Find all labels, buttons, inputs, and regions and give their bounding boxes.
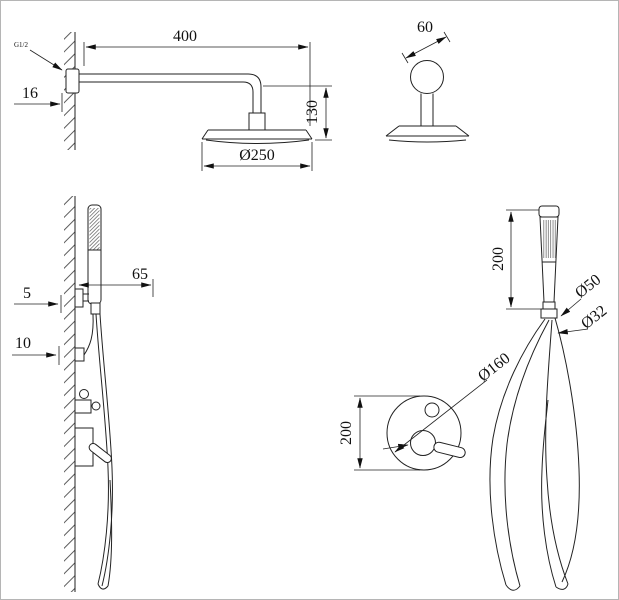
bracket-wall-plate bbox=[74, 288, 84, 308]
hose-strand bbox=[83, 313, 94, 356]
dim-offset-65: 65 bbox=[78, 266, 154, 297]
wall-hose-fitting bbox=[74, 347, 85, 362]
handset-cap bbox=[538, 205, 560, 218]
dim-escutcheon-60: 60 bbox=[401, 19, 451, 64]
shower-head-side bbox=[201, 129, 313, 144]
ext-line bbox=[401, 52, 409, 64]
leader-line bbox=[560, 298, 582, 317]
hose-strand bbox=[545, 319, 569, 585]
handset-spray-hatch bbox=[89, 208, 100, 250]
dim-400-label: 400 bbox=[173, 28, 197, 45]
dim-5-label: 5 bbox=[23, 285, 31, 302]
dim-32-label: Ø32 bbox=[578, 302, 610, 332]
diverter-button bbox=[424, 402, 440, 418]
dim-50-label: Ø50 bbox=[572, 271, 604, 301]
dim-160-label: Ø160 bbox=[475, 350, 513, 385]
hose-strand bbox=[554, 317, 580, 583]
hose-loop bbox=[555, 583, 569, 590]
hand-shower-front-view: 200 Ø50 Ø32 Ø160 200 bbox=[338, 205, 610, 591]
dim-10-label: 10 bbox=[15, 335, 31, 352]
wall-hatch bbox=[64, 196, 75, 592]
hose-strand bbox=[99, 313, 113, 587]
shower-head-front bbox=[385, 125, 470, 143]
leader-line bbox=[394, 379, 488, 453]
hose-strand bbox=[489, 318, 546, 586]
dim-60-label: 60 bbox=[417, 19, 433, 36]
dim-16-label: 16 bbox=[22, 85, 38, 102]
dim-handle-200: 200 bbox=[490, 209, 541, 310]
hose-strand bbox=[541, 399, 557, 588]
handset-spray-lines bbox=[542, 220, 556, 258]
dim-drop-height: 130 bbox=[263, 85, 332, 141]
outlet-elbow bbox=[79, 389, 89, 399]
escutcheon-circle bbox=[410, 60, 444, 94]
dim-bracket-5: 5 bbox=[14, 285, 62, 313]
dim-arm-length: 400 bbox=[83, 28, 311, 126]
thread-callout: G1/2 bbox=[14, 41, 63, 71]
hose-strand bbox=[504, 319, 550, 587]
mixer-top-body bbox=[74, 399, 92, 414]
ext-line bbox=[443, 31, 451, 43]
mixer-lever-front bbox=[433, 441, 466, 459]
dim-line bbox=[405, 36, 447, 59]
mixer-handle-base bbox=[410, 430, 436, 456]
hose-outlet-nut bbox=[90, 302, 101, 315]
mixer-lever-side bbox=[88, 442, 112, 464]
rain-shower-front-view: 60 bbox=[385, 19, 470, 143]
callout-nut: Ø32 bbox=[557, 302, 610, 335]
handset-stub bbox=[542, 301, 556, 310]
hand-shower-side-view: 65 5 10 bbox=[12, 196, 154, 592]
thread-label: G1/2 bbox=[14, 41, 29, 49]
dim-200-mixer-label: 200 bbox=[338, 421, 355, 445]
shower-arm bbox=[79, 73, 262, 113]
dim-65-label: 65 bbox=[132, 266, 148, 283]
hose-strand bbox=[107, 479, 113, 587]
rain-shower-side-view: G1/2 400 16 130 Ø250 bbox=[14, 28, 332, 171]
dim-mixer-200: 200 bbox=[338, 395, 420, 471]
dim-130-label: 130 bbox=[304, 100, 321, 124]
diverter-knob-side bbox=[91, 401, 101, 411]
dim-plate-depth: 16 bbox=[14, 85, 63, 112]
thread-leader-line bbox=[29, 49, 63, 71]
dim-outlet-10: 10 bbox=[12, 335, 60, 365]
dim-200-handle-label: 200 bbox=[490, 247, 507, 271]
hose-nut bbox=[540, 308, 558, 319]
hose-loop bbox=[505, 584, 521, 591]
leader-line bbox=[557, 328, 589, 335]
head-connector bbox=[248, 112, 266, 131]
hose-loop bbox=[97, 583, 109, 590]
wall-plate bbox=[65, 68, 80, 94]
dim-250-label: Ø250 bbox=[239, 147, 275, 164]
hose-strand bbox=[95, 313, 109, 585]
dim-head-diameter: Ø250 bbox=[201, 142, 313, 171]
